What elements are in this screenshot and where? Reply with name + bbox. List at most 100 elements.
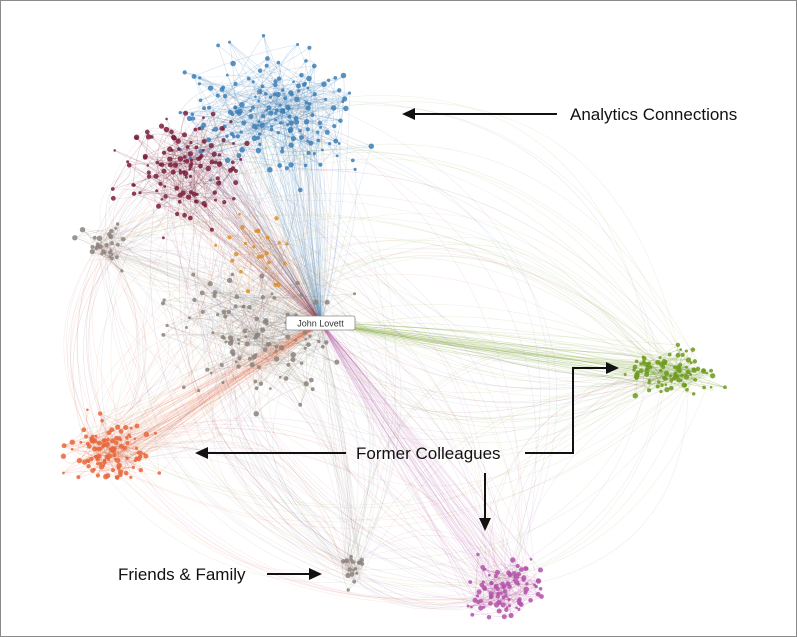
network-node[interactable] [167,162,173,168]
network-node[interactable] [285,123,290,127]
network-node[interactable] [227,109,233,115]
network-node[interactable] [100,418,104,423]
network-node[interactable] [279,121,283,125]
network-node[interactable] [283,262,287,266]
network-node[interactable] [343,105,349,112]
network-node[interactable] [472,597,478,603]
network-node[interactable] [493,602,500,608]
network-node[interactable] [663,361,668,365]
network-node[interactable] [685,369,691,375]
network-node[interactable] [281,108,286,113]
network-node[interactable] [274,344,279,349]
network-node[interactable] [249,362,255,368]
network-node[interactable] [197,82,201,86]
network-node[interactable] [337,142,341,145]
network-node[interactable] [146,170,151,175]
network-node[interactable] [199,153,204,159]
network-node[interactable] [351,560,355,564]
network-node[interactable] [233,180,239,186]
network-node[interactable] [685,387,689,392]
network-node[interactable] [479,582,485,588]
network-node[interactable] [275,91,281,98]
network-node[interactable] [92,235,97,240]
network-node[interactable] [161,236,165,240]
network-node[interactable] [201,200,207,207]
network-node[interactable] [657,380,661,384]
network-node[interactable] [680,373,684,378]
network-node[interactable] [276,76,282,81]
network-node[interactable] [232,141,235,145]
network-node[interactable] [350,158,355,163]
network-node[interactable] [496,608,502,614]
network-node[interactable] [273,356,280,362]
network-node[interactable] [256,255,261,259]
network-node[interactable] [227,235,232,240]
network-node[interactable] [517,602,521,606]
network-node[interactable] [118,444,124,449]
network-node[interactable] [234,360,238,364]
network-node[interactable] [116,242,120,247]
network-node[interactable] [207,281,213,287]
network-node[interactable] [664,383,668,387]
network-node[interactable] [212,290,218,296]
network-node[interactable] [95,244,100,249]
network-node[interactable] [328,142,332,146]
network-node[interactable] [254,353,258,357]
network-node[interactable] [191,272,196,277]
network-node[interactable] [226,277,233,284]
network-node[interactable] [109,249,113,253]
network-node[interactable] [215,312,220,317]
network-node[interactable] [62,471,65,475]
network-node[interactable] [283,96,288,101]
network-node[interactable] [647,380,651,385]
network-node[interactable] [184,326,188,329]
network-node[interactable] [340,72,347,79]
network-node[interactable] [264,63,269,68]
network-node[interactable] [208,143,214,149]
network-node[interactable] [209,227,214,232]
network-node[interactable] [303,346,307,350]
network-node[interactable] [684,365,689,369]
network-node[interactable] [165,117,168,121]
network-node[interactable] [254,95,257,99]
network-node[interactable] [222,336,226,340]
network-node[interactable] [236,338,240,342]
network-node[interactable] [285,242,289,246]
network-node[interactable] [227,335,234,341]
network-node[interactable] [287,126,294,133]
network-node[interactable] [292,80,295,84]
network-node[interactable] [689,373,693,376]
network-node[interactable] [270,125,273,128]
network-node[interactable] [278,344,285,351]
network-node[interactable] [647,361,652,365]
network-node[interactable] [222,200,227,205]
network-node[interactable] [345,572,351,579]
network-node[interactable] [632,364,638,370]
network-node[interactable] [349,571,355,577]
network-node[interactable] [192,297,197,303]
network-node[interactable] [478,599,483,604]
network-node[interactable] [265,342,271,347]
network-node[interactable] [333,76,338,80]
network-node[interactable] [239,130,243,134]
network-node[interactable] [265,108,269,112]
network-node[interactable] [194,145,199,150]
network-node[interactable] [197,388,201,393]
network-node[interactable] [528,597,533,603]
network-node[interactable] [326,78,331,82]
network-node[interactable] [334,359,340,365]
network-node[interactable] [138,191,142,195]
network-node[interactable] [199,290,205,296]
network-node[interactable] [648,378,651,382]
network-node[interactable] [276,60,281,65]
network-node[interactable] [287,114,292,119]
network-node[interactable] [72,235,78,241]
network-node[interactable] [172,162,179,168]
network-node[interactable] [215,176,220,181]
network-node[interactable] [213,198,218,202]
center-node[interactable]: John Lovett [285,315,356,331]
network-node[interactable] [107,232,112,237]
network-node[interactable] [285,334,291,340]
network-node[interactable] [319,125,323,129]
network-node[interactable] [499,591,503,595]
